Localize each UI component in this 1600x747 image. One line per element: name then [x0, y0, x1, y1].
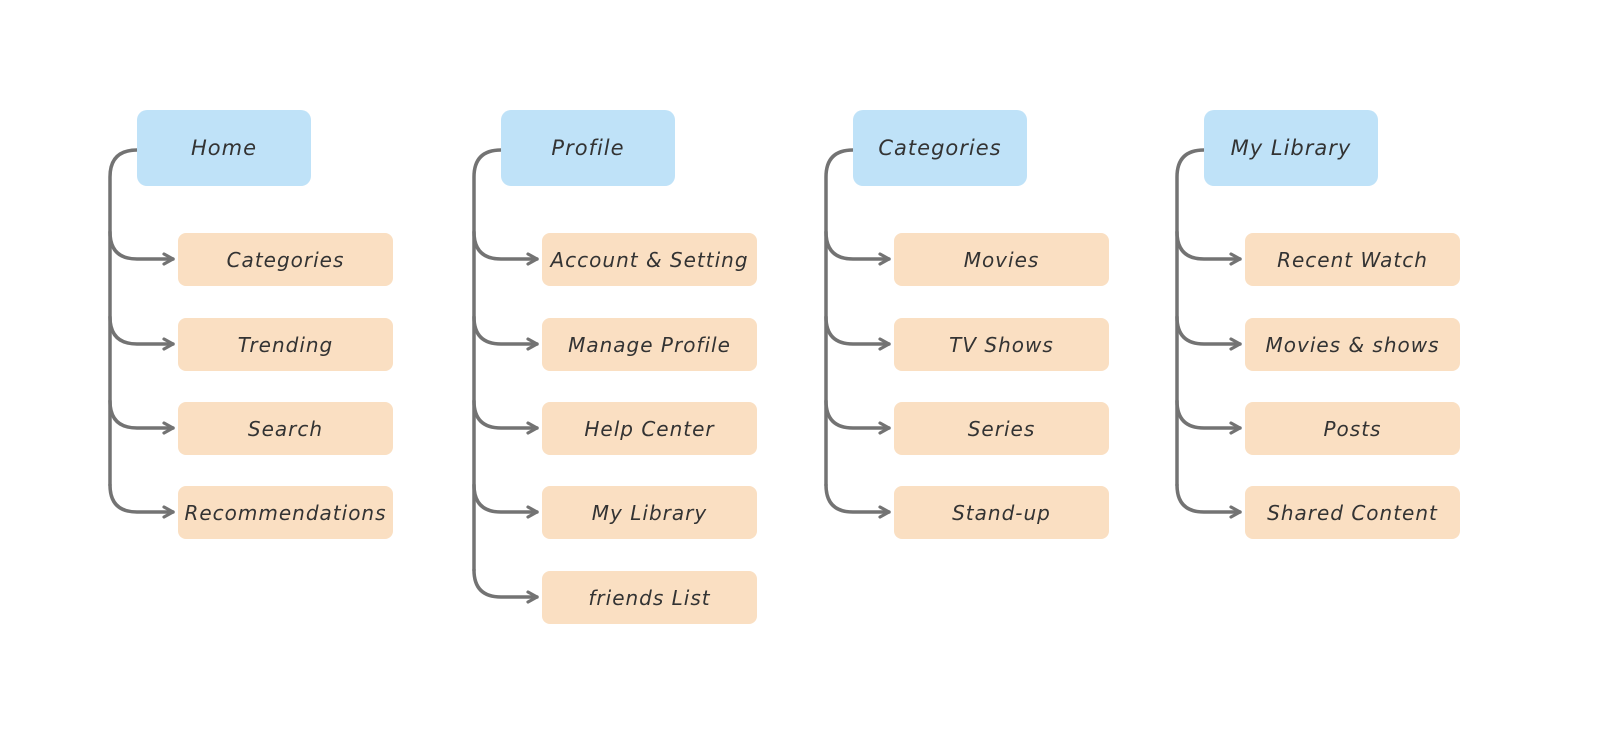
branch-categories: Categories Movies TV Shows Series Stand-… [823, 110, 1213, 690]
node-friends-list[interactable]: friends List [542, 571, 757, 624]
node-my-library-parent[interactable]: My Library [1204, 110, 1378, 186]
node-help-center[interactable]: Help Center [542, 402, 757, 455]
node-categories-parent-label: Categories [878, 136, 1002, 160]
node-search-label: Search [247, 416, 324, 441]
node-tv-shows-label: TV Shows [949, 332, 1054, 357]
node-recommendations-label: Recommendations [184, 500, 387, 525]
node-movies-and-shows[interactable]: Movies & shows [1245, 318, 1460, 371]
node-recommendations[interactable]: Recommendations [178, 486, 393, 539]
node-trending-label: Trending [237, 332, 334, 357]
node-categories[interactable]: Categories [178, 233, 393, 286]
node-tv-shows[interactable]: TV Shows [894, 318, 1109, 371]
node-posts[interactable]: Posts [1245, 402, 1460, 455]
node-home-label: Home [190, 136, 257, 160]
node-search[interactable]: Search [178, 402, 393, 455]
node-movies-label: Movies [963, 247, 1040, 272]
branch-my-library: My Library Recent Watch Movies & shows P… [1174, 110, 1564, 690]
node-manage-profile-label: Manage Profile [568, 332, 731, 357]
node-recent-watch[interactable]: Recent Watch [1245, 233, 1460, 286]
node-stand-up-label: Stand-up [952, 500, 1051, 525]
node-manage-profile[interactable]: Manage Profile [542, 318, 757, 371]
node-series-label: Series [967, 416, 1036, 441]
branch-profile: Profile Account & Setting Manage Profile… [471, 110, 861, 690]
branch-home: Home Categories Trending Search Recommen… [107, 110, 497, 690]
node-shared-content[interactable]: Shared Content [1245, 486, 1460, 539]
node-categories-parent[interactable]: Categories [853, 110, 1027, 186]
node-stand-up[interactable]: Stand-up [894, 486, 1109, 539]
node-movies-and-shows-label: Movies & shows [1265, 332, 1440, 357]
node-friends-list-label: friends List [588, 585, 711, 610]
node-shared-content-label: Shared Content [1267, 500, 1438, 525]
node-categories-label: Categories [226, 247, 345, 272]
node-movies[interactable]: Movies [894, 233, 1109, 286]
connector-arrows-home [108, 148, 175, 519]
node-help-center-label: Help Center [584, 416, 715, 441]
node-profile[interactable]: Profile [501, 110, 675, 186]
node-account-setting[interactable]: Account & Setting [542, 233, 757, 286]
node-account-setting-label: Account & Setting [550, 247, 749, 272]
node-series[interactable]: Series [894, 402, 1109, 455]
node-posts-label: Posts [1323, 416, 1382, 441]
connector-arrows-categories [824, 148, 891, 519]
node-my-library-child-label: My Library [591, 500, 708, 525]
node-home[interactable]: Home [137, 110, 311, 186]
node-my-library-child[interactable]: My Library [542, 486, 757, 539]
connector-arrows-my-library [1175, 148, 1242, 519]
node-profile-label: Profile [551, 136, 625, 160]
node-my-library-parent-label: My Library [1230, 136, 1352, 160]
node-recent-watch-label: Recent Watch [1277, 247, 1428, 272]
node-trending[interactable]: Trending [178, 318, 393, 371]
